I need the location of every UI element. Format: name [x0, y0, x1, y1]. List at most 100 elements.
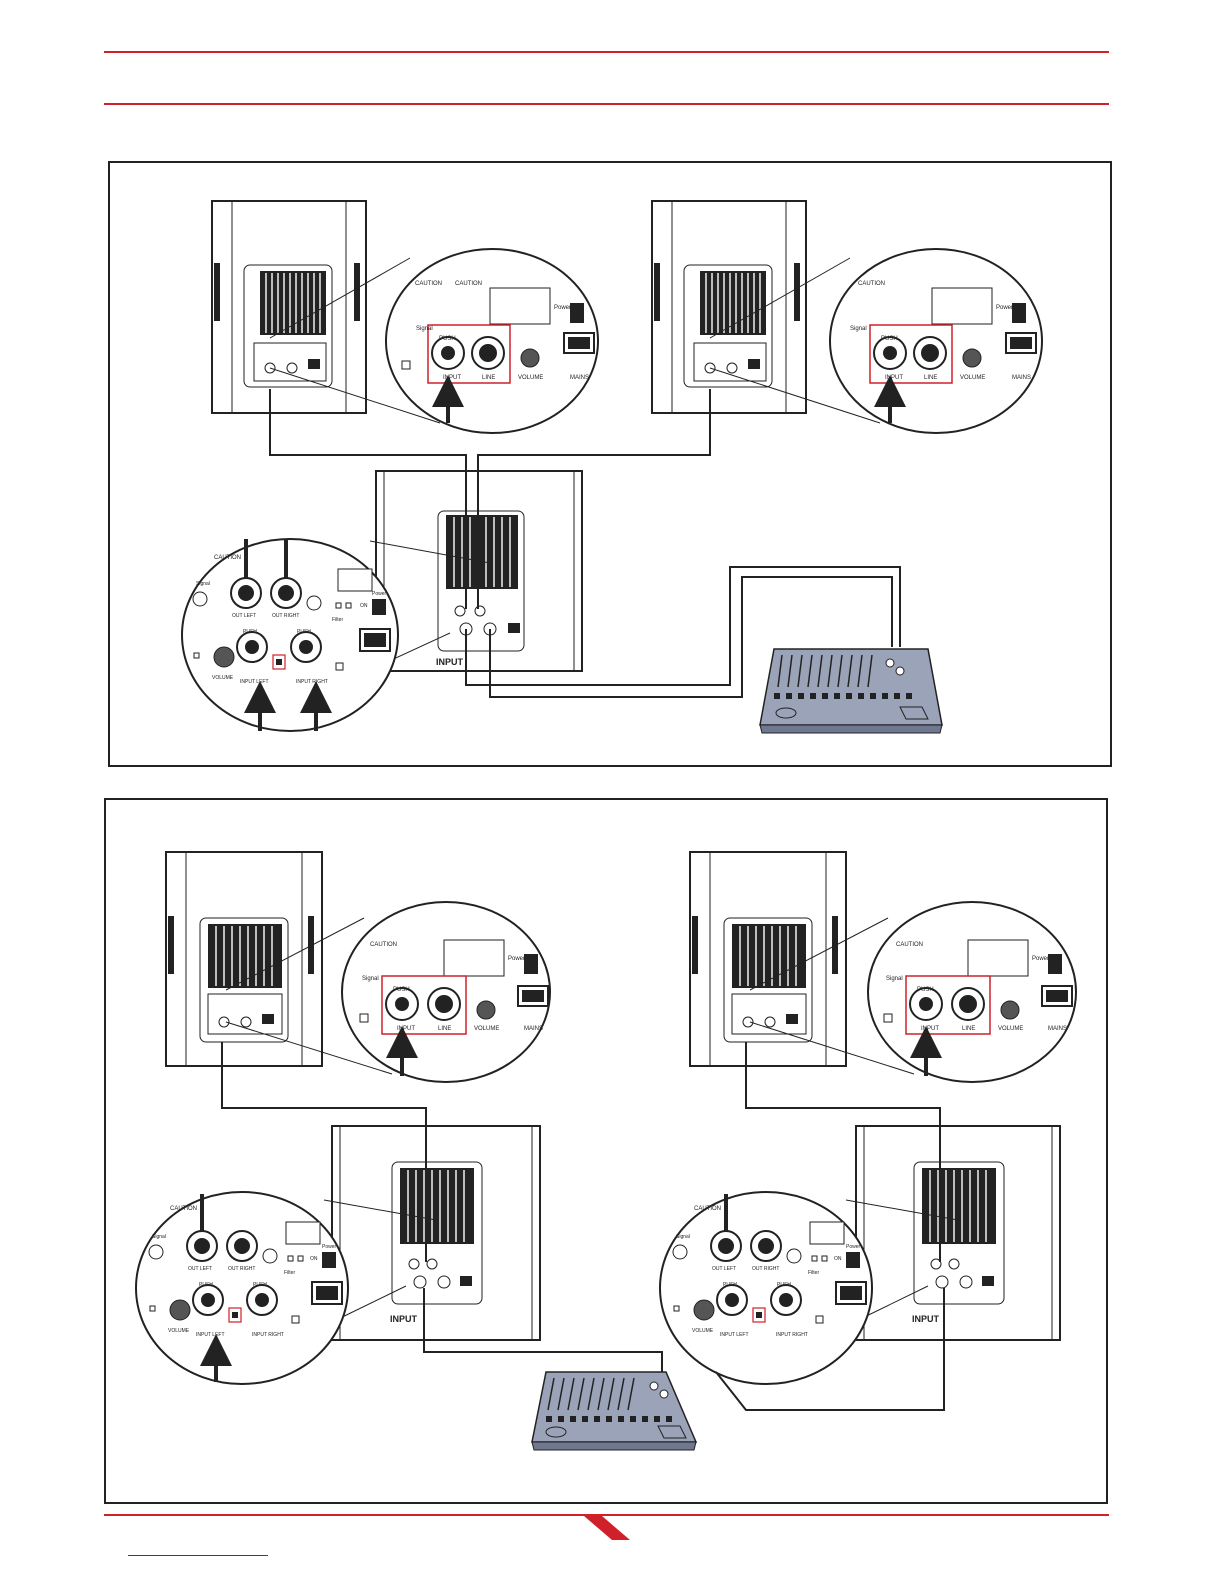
sub-input-label: INPUT [390, 1314, 418, 1324]
caution-label: CAUTION [858, 281, 885, 287]
push-label: PUSH [917, 987, 934, 993]
handle-icon [308, 916, 314, 974]
signal-label: Signal [362, 976, 379, 982]
input-label: INPUT [921, 1026, 939, 1032]
volume-label: VOLUME [212, 675, 234, 681]
out-left-label: OUT LEFT [188, 1266, 212, 1272]
handle-icon [794, 263, 800, 321]
input-highlight [869, 324, 953, 384]
volume-knob-icon[interactable] [520, 348, 540, 368]
volume-label: VOLUME [998, 1026, 1023, 1032]
volume-knob-icon[interactable] [962, 348, 982, 368]
satellite-speaker-right [689, 851, 847, 1067]
out-right-label: OUT RIGHT [752, 1266, 779, 1272]
input-left-label: INPUT LEFT [720, 1332, 749, 1338]
push-label: PUSH [777, 1282, 791, 1288]
volume-label: VOLUME [168, 1328, 190, 1334]
zoom-detail-sub-left: CAUTION OUT LEFT OUT RIGHT Signal Filter… [135, 1191, 437, 1385]
heatsink-icon [400, 1168, 474, 1244]
handle-icon [354, 263, 360, 321]
caution-label: CAUTION [214, 555, 241, 561]
mains-label: MAINS [524, 1026, 543, 1032]
push-label: PUSH [199, 1282, 213, 1288]
input-right-label: INPUT RIGHT [776, 1332, 808, 1338]
power-switch-icon[interactable] [570, 303, 584, 323]
mixer-console-icon [531, 1371, 698, 1451]
subwoofer-right: INPUT [855, 1125, 1061, 1341]
zoom-detail-right: CAUTION Power PUSH INPUT LINE VOLUME MAI… [709, 248, 1043, 434]
signal-label: Signal [676, 1234, 690, 1240]
handle-icon [692, 916, 698, 974]
mixer-console-icon [759, 648, 943, 734]
line-label: LINE [482, 375, 495, 381]
push-label: PUSH [881, 336, 898, 342]
heatsink-icon [446, 515, 518, 589]
caution-label: CAUTION [415, 281, 442, 287]
input-label: INPUT [397, 1026, 415, 1032]
power-switch-icon[interactable] [322, 1252, 336, 1268]
mains-label: MAINS [1012, 375, 1031, 381]
signal-label: Signal [416, 326, 433, 332]
volume-knob-icon[interactable] [213, 646, 235, 668]
zoom-detail-left: CAUTION CAUTION Power PUSH INPUT LINE VO… [269, 248, 599, 434]
push-label: PUSH [243, 629, 257, 635]
sub-input-label: INPUT [436, 657, 464, 667]
volume-knob-icon[interactable] [169, 1299, 191, 1321]
filter-label: Filter [808, 1270, 819, 1276]
volume-label: VOLUME [960, 375, 985, 381]
power-switch-icon[interactable] [524, 954, 538, 974]
mains-label: MAINS [1048, 1026, 1067, 1032]
power-switch-icon[interactable] [846, 1252, 860, 1268]
caution-label: CAUTION [170, 1206, 197, 1212]
line-label: LINE [438, 1026, 451, 1032]
sub-input-label: INPUT [912, 1314, 940, 1324]
input-right-label: INPUT RIGHT [296, 679, 328, 685]
setup-diagram-two: CAUTION Power PUSH INPUT LINE VOLUME MAI… [104, 798, 1108, 1504]
signal-label: Signal [196, 581, 210, 587]
power-switch-icon[interactable] [1012, 303, 1026, 323]
signal-label: Signal [850, 326, 867, 332]
page-tab-icon [584, 1516, 630, 1540]
handle-icon [654, 263, 660, 321]
push-label: PUSH [297, 629, 311, 635]
power-label: Power [1032, 956, 1049, 962]
power-label: Power [996, 305, 1013, 311]
heatsink-icon [208, 924, 282, 988]
setup-diagram-one-svg: CAUTION CAUTION Power PUSH INPUT LINE VO… [181, 200, 1043, 734]
heatsink-icon [700, 271, 766, 335]
zoom-detail-right: CAUTION Power PUSH INPUT LINE VOLUME MAI… [749, 901, 1077, 1083]
volume-knob-icon[interactable] [1000, 1000, 1020, 1020]
caution-label-2: CAUTION [455, 281, 482, 287]
volume-knob-icon[interactable] [693, 1299, 715, 1321]
power-switch-icon[interactable] [372, 599, 386, 615]
cable-routing [221, 1042, 945, 1411]
push-label: PUSH [253, 1282, 267, 1288]
out-left-label: OUT LEFT [232, 613, 256, 619]
caution-label: CAUTION [370, 942, 397, 948]
power-label: Power [846, 1244, 861, 1250]
input-label: INPUT [443, 375, 461, 381]
handle-icon [832, 916, 838, 974]
push-label: PUSH [723, 1282, 737, 1288]
power-label: Power [372, 591, 387, 597]
on-label: ON [834, 1256, 842, 1262]
header-rule-top [104, 51, 1109, 53]
input-left-label: INPUT LEFT [196, 1332, 225, 1338]
out-right-label: OUT RIGHT [228, 1266, 255, 1272]
input-label: INPUT [885, 375, 903, 381]
volume-knob-icon[interactable] [476, 1000, 496, 1020]
caution-label: CAUTION [694, 1206, 721, 1212]
power-label: Power [508, 956, 525, 962]
on-label: ON [360, 603, 368, 609]
handle-icon [214, 263, 220, 321]
input-right-label: INPUT RIGHT [252, 1332, 284, 1338]
footer-link-underline[interactable] [128, 1555, 268, 1556]
footer-rule [104, 1514, 1109, 1516]
power-label: Power [322, 1244, 337, 1250]
zoom-detail-left: CAUTION Power PUSH INPUT LINE VOLUME MAI… [225, 901, 551, 1083]
power-switch-icon[interactable] [1048, 954, 1062, 974]
satellite-speaker-right [651, 200, 807, 414]
setup-diagram-two-svg: CAUTION Power PUSH INPUT LINE VOLUME MAI… [135, 851, 1077, 1451]
line-label: LINE [924, 375, 937, 381]
satellite-speaker-left [211, 200, 367, 414]
